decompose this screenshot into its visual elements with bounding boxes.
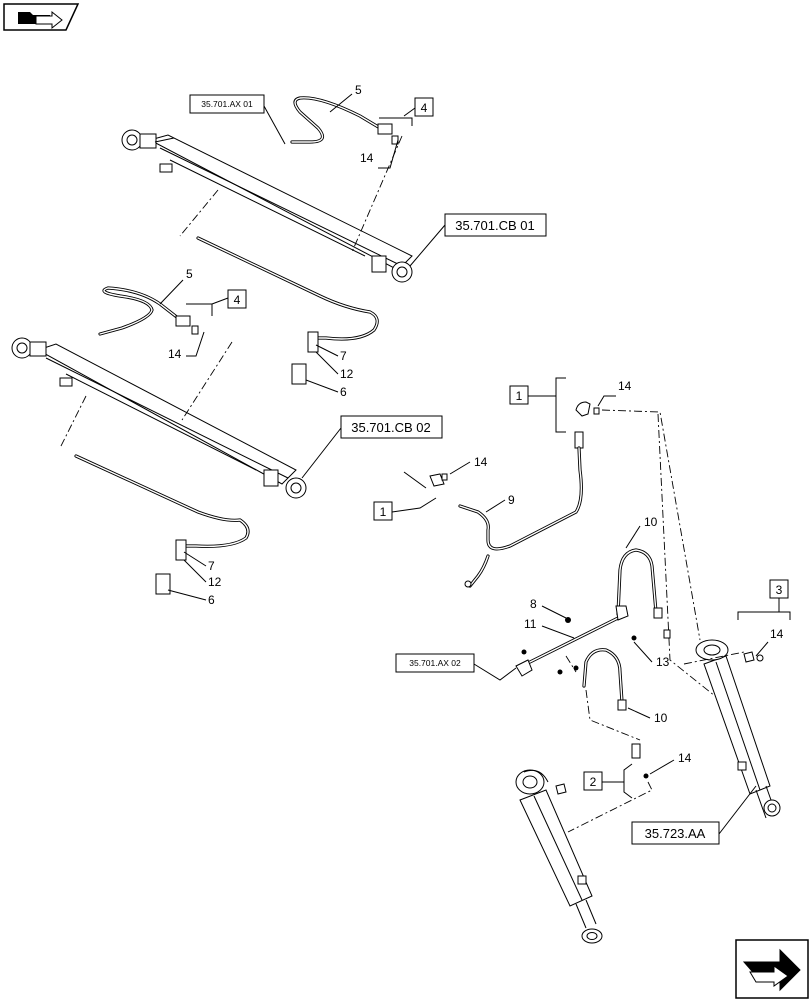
hose-part-10-lower — [582, 648, 627, 711]
hose-part-5-lower — [98, 286, 199, 336]
callout-2: 2 — [590, 775, 597, 789]
callout-14-lower: 14 — [168, 347, 182, 361]
bottom-cylinder — [515, 769, 603, 944]
callout-1-lower: 1 — [380, 505, 387, 519]
callout-10-upper: 10 — [644, 515, 658, 529]
fitting-part-2 — [631, 743, 641, 759]
callout-14-upper: 14 — [360, 151, 374, 165]
callout-3: 3 — [776, 583, 783, 597]
ref-ax01-label: 35.701.AX 01 — [201, 99, 253, 109]
ref-35-701-ax02[interactable]: 35.701.AX 02 — [395, 653, 475, 673]
callout-7-lower: 7 — [208, 559, 215, 573]
callout-12-lower: 12 — [208, 575, 222, 589]
folder-arrow-icon[interactable] — [3, 3, 80, 31]
next-page-arrow-icon[interactable] — [735, 939, 809, 999]
hose-part-10-upper — [616, 548, 671, 639]
tube-part-11 — [515, 605, 629, 677]
ref-35-701-cb02[interactable]: 35.701.CB 02 — [340, 415, 443, 439]
lower-cylinder — [11, 337, 307, 499]
callout-13: 13 — [656, 655, 670, 669]
upper-cylinder — [121, 129, 413, 283]
callout-14-lower-right: 14 — [678, 751, 692, 765]
callout-box-4-lower — [227, 289, 247, 309]
callout-4-upper: 4 — [421, 101, 428, 115]
callout-14-mid: 14 — [474, 455, 488, 469]
callout-box-1-upper — [509, 385, 529, 405]
callout-9: 9 — [508, 493, 515, 507]
callout-box-4-upper — [414, 97, 434, 117]
callout-1-upper: 1 — [516, 389, 523, 403]
callout-box-1-lower — [373, 501, 393, 521]
fitting-small — [429, 473, 445, 487]
callout-11: 11 — [524, 617, 537, 631]
hose-lower-long — [74, 454, 250, 595]
callout-10-lower: 10 — [654, 711, 668, 725]
hose-upper-long — [196, 236, 379, 385]
ref-35-723-aa[interactable]: 35.723.AA — [631, 821, 720, 845]
ref-cb01-label: 35.701.CB 01 — [455, 218, 535, 233]
ref-ax02-label: 35.701.AX 02 — [409, 658, 461, 668]
ref-cb02-label: 35.701.CB 02 — [351, 420, 431, 435]
ref-35-701-ax01[interactable]: 35.701.AX 01 — [189, 94, 265, 114]
callout-14-right: 14 — [770, 627, 784, 641]
callout-5-lower: 5 — [186, 267, 193, 281]
callout-7-upper: 7 — [340, 349, 347, 363]
callout-6-upper: 6 — [340, 385, 347, 399]
hose-part-9 — [458, 431, 584, 588]
callout-6-lower: 6 — [208, 593, 215, 607]
callout-8: 8 — [530, 597, 537, 611]
callout-box-2 — [583, 771, 603, 791]
ref-35-701-cb01[interactable]: 35.701.CB 01 — [444, 213, 547, 237]
callout-5-upper: 5 — [355, 83, 362, 97]
callout-4-lower: 4 — [234, 293, 241, 307]
hose-part-5-upper — [290, 96, 399, 145]
elbow-fitting-upper — [575, 401, 591, 417]
ref-aa-label: 35.723.AA — [645, 826, 706, 841]
right-cylinder — [695, 639, 781, 819]
plug-fitting-right — [743, 651, 755, 663]
callout-14-right-top: 14 — [618, 379, 632, 393]
callout-12-upper: 12 — [340, 367, 354, 381]
